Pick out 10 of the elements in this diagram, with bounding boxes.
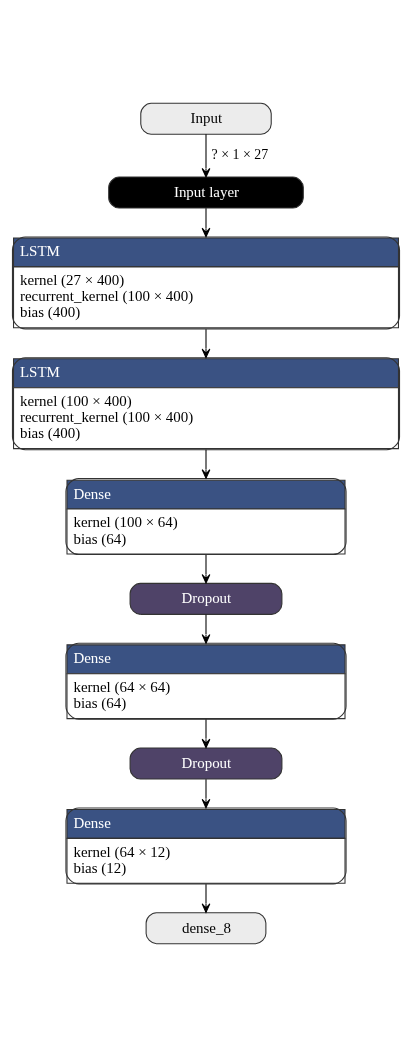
arrow (201, 554, 211, 584)
arrow (201, 207, 211, 238)
arrow (201, 614, 211, 644)
arrow (201, 449, 211, 479)
arrow (201, 719, 211, 749)
arrow (201, 778, 211, 809)
arrow (201, 883, 211, 913)
edge-label: ? × 1 × 27 (211, 147, 269, 163)
arrow (201, 328, 211, 359)
arrow (201, 133, 211, 178)
